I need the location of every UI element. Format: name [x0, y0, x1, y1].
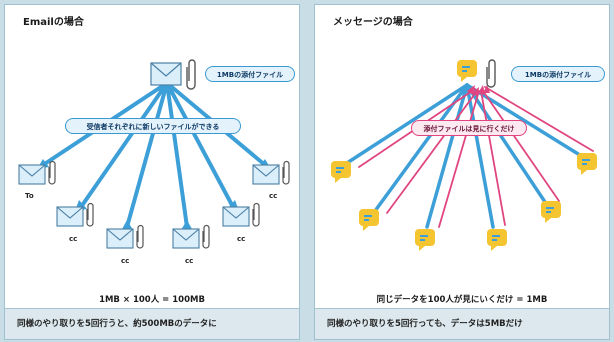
recipient-label: To: [25, 192, 34, 200]
email-distribution-lines: [41, 81, 267, 229]
email-panel-title: Emailの場合: [23, 17, 84, 28]
viewer-chat-icon: [331, 161, 351, 183]
recipient-envelope-icon: [106, 224, 144, 249]
recipient-label: cc: [69, 235, 77, 243]
message-panel-title: メッセージの場合: [333, 17, 413, 28]
source-paperclip-icon: [486, 59, 496, 88]
recipient-envelope-icon: [252, 160, 290, 185]
recipient-envelope-icon: [56, 202, 94, 227]
viewer-chat-icon: [487, 229, 507, 251]
recipient-label: cc: [237, 235, 245, 243]
recipient-envelope-icon: [172, 224, 210, 249]
info-label: 受信者それぞれに新しいファイルができる: [65, 118, 241, 134]
sender-paperclip-icon: [186, 59, 196, 90]
source-chat-icon: [457, 60, 477, 82]
message-panel: メッセージの場合: [314, 4, 610, 340]
equation: 1MB × 100人 = 100MB: [99, 295, 205, 305]
info-label: 添付ファイルは見に行くだけ: [411, 120, 527, 136]
recipient-label: cc: [269, 192, 277, 200]
footer-note: 同様のやり取りを5回行っても、データは5MBだけ: [315, 308, 609, 339]
email-diagram: To cc cc cc cc cc: [18, 59, 290, 265]
viewer-chat-icon: [577, 153, 597, 175]
viewer-chat-icon: [415, 229, 435, 251]
recipient-label: cc: [185, 257, 193, 265]
recipient-envelope-icon: [222, 202, 260, 227]
message-diagram: [331, 59, 597, 251]
viewer-chat-icon: [359, 209, 379, 231]
viewer-chat-icon: [541, 201, 561, 223]
recipient-envelope-icon: [18, 160, 56, 185]
sender-envelope-icon: [150, 62, 182, 86]
message-view-arrowheads: [467, 85, 490, 97]
equation: 同じデータを100人が見にいくだけ = 1MB: [376, 295, 548, 305]
footer-note: 同様のやり取りを5回行うと、約500MBのデータに: [5, 308, 299, 339]
recipient-label: cc: [121, 257, 129, 265]
email-panel: Emailの場合: [4, 4, 300, 340]
attachment-label: 1MBの添付ファイル: [511, 66, 605, 82]
attachment-label: 1MBの添付ファイル: [205, 66, 295, 82]
